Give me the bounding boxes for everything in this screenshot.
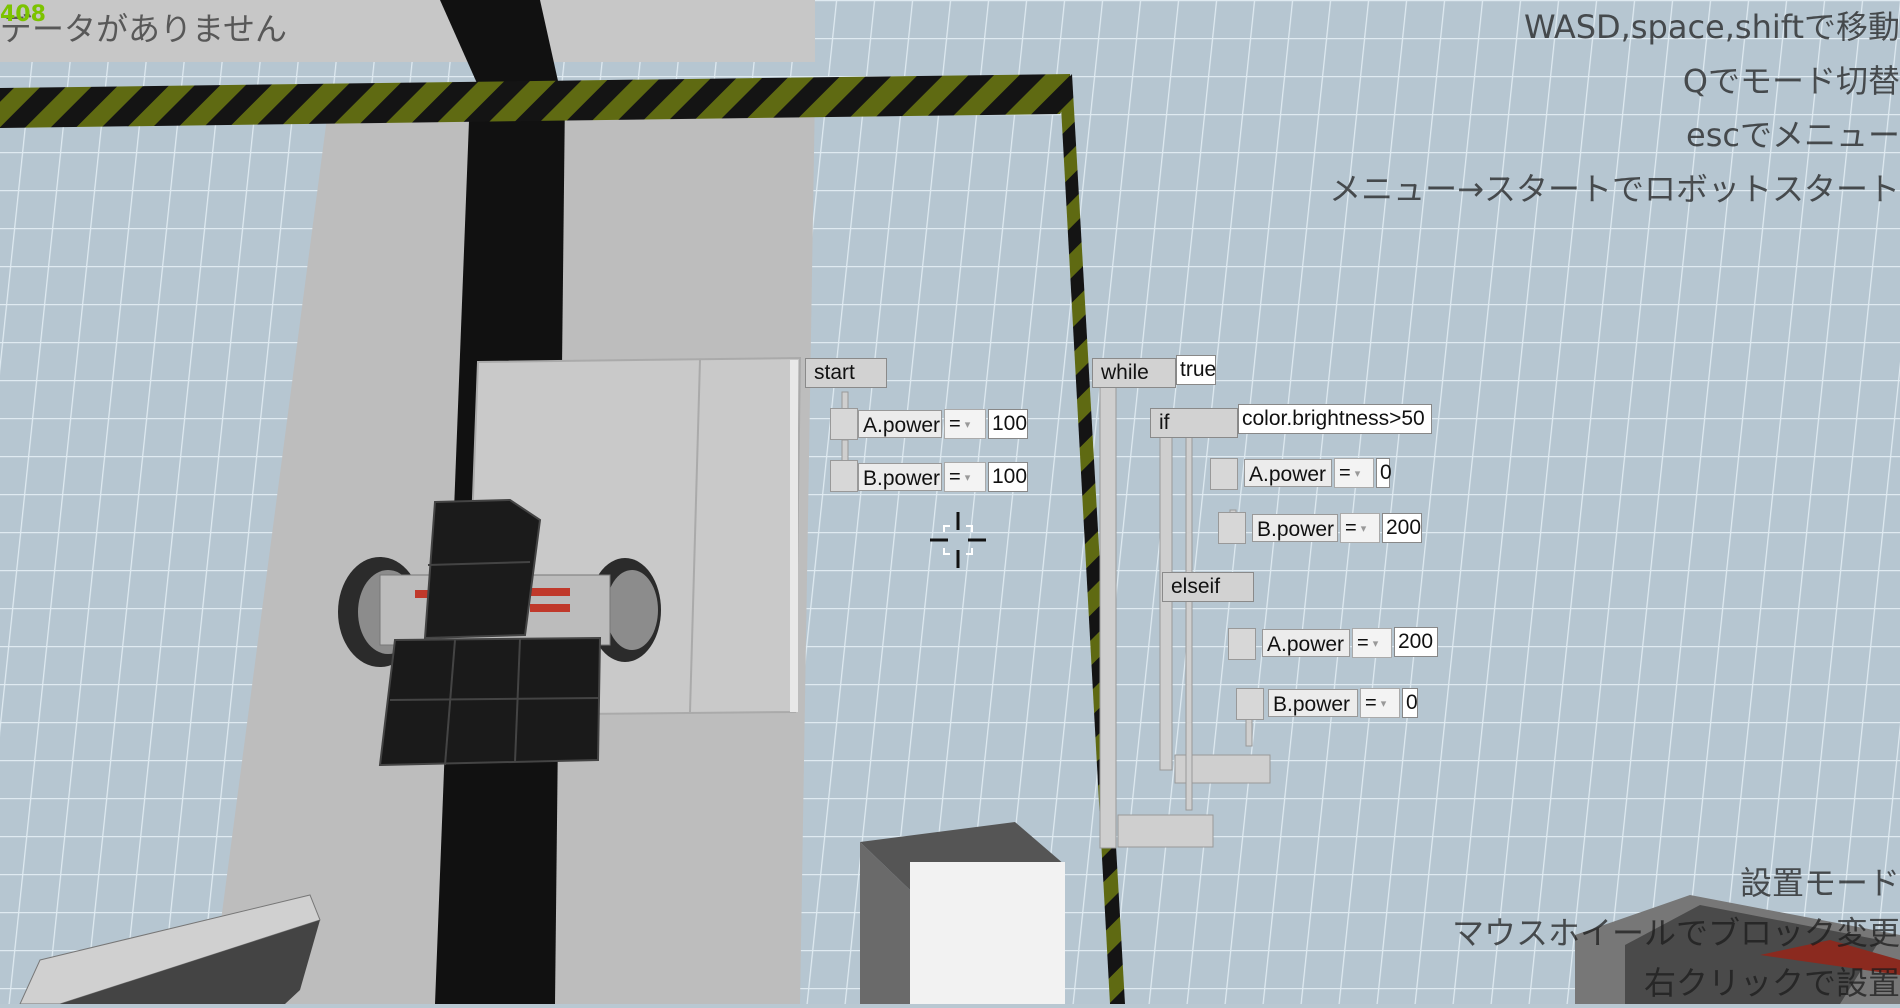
chevron-down-icon: ▾ (1372, 637, 1379, 650)
robot[interactable] (338, 498, 661, 767)
mode-wheel-hint: マウスホイールでブロック変更 (1451, 914, 1900, 952)
status-text: データがありません (0, 10, 288, 48)
chevron-down-icon: ▾ (1360, 522, 1367, 535)
statement-port (1218, 512, 1246, 544)
operator-dropdown[interactable]: =▾ (944, 409, 986, 439)
ramp-object (19, 894, 321, 1004)
crosshair-icon (930, 512, 986, 568)
assign-target[interactable]: B.power (858, 463, 942, 491)
while-condition-field[interactable]: true (1176, 355, 1216, 385)
assign-target[interactable]: A.power (858, 410, 942, 438)
operator-dropdown[interactable]: =▾ (1334, 458, 1374, 488)
value-field[interactable]: 100 (988, 462, 1028, 492)
mode-title: 設置モード (1739, 864, 1900, 902)
course-top-panel (0, 0, 815, 62)
assign-target[interactable]: B.power (1268, 689, 1358, 717)
assign-target[interactable]: B.power (1252, 514, 1338, 542)
chevron-down-icon: ▾ (1380, 697, 1387, 710)
value-field[interactable]: 0 (1376, 458, 1392, 488)
while-block-header[interactable]: while (1092, 358, 1176, 388)
start-block-header[interactable]: start (805, 358, 887, 388)
statement-port (1210, 458, 1238, 490)
elseif-block-header[interactable]: elseif (1162, 572, 1254, 602)
statement-port (830, 460, 858, 492)
mode-place-hint: 右クリックで設置 (1643, 964, 1900, 1002)
help-line-move: WASD,space,shiftで移動 (1523, 8, 1900, 46)
help-line-start: メニュー→スタートでロボットスタート (1329, 170, 1900, 208)
value-field[interactable]: 200 (1394, 627, 1438, 657)
dark-block-object (1575, 895, 1900, 1004)
statement-port (1236, 688, 1264, 720)
operator-dropdown[interactable]: =▾ (944, 462, 986, 492)
operator-dropdown[interactable]: =▾ (1360, 688, 1400, 718)
white-box-object (860, 822, 1065, 1004)
hazard-tape-top (0, 74, 1072, 128)
controls-help: WASD,space,shiftで移動 Qでモード切替 escでメニュー メニュ… (1329, 0, 1900, 216)
mode-help: 設置モード マウスホイールでブロック変更 右クリックで設置 (1452, 858, 1900, 1008)
help-line-menu: escでメニュー (1686, 116, 1900, 154)
assign-target[interactable]: A.power (1262, 629, 1350, 657)
operator-dropdown[interactable]: =▾ (1352, 628, 1392, 658)
black-line-track (440, 0, 560, 90)
if-condition-field[interactable]: color.brightness>50 (1238, 404, 1432, 434)
value-field[interactable]: 0 (1402, 688, 1418, 718)
value-field[interactable]: 200 (1382, 513, 1422, 543)
chevron-down-icon: ▾ (964, 471, 971, 484)
value-field[interactable]: 100 (988, 409, 1028, 439)
statement-port (830, 408, 858, 440)
operator-dropdown[interactable]: =▾ (1340, 513, 1380, 543)
chevron-down-icon: ▾ (964, 418, 971, 431)
fps-counter: 408 (0, 2, 46, 27)
assign-target[interactable]: A.power (1244, 459, 1332, 487)
chevron-down-icon: ▾ (1354, 467, 1361, 480)
help-line-mode: Qでモード切替 (1682, 62, 1900, 100)
statement-port (1228, 628, 1256, 660)
if-block-header[interactable]: if (1150, 408, 1238, 438)
